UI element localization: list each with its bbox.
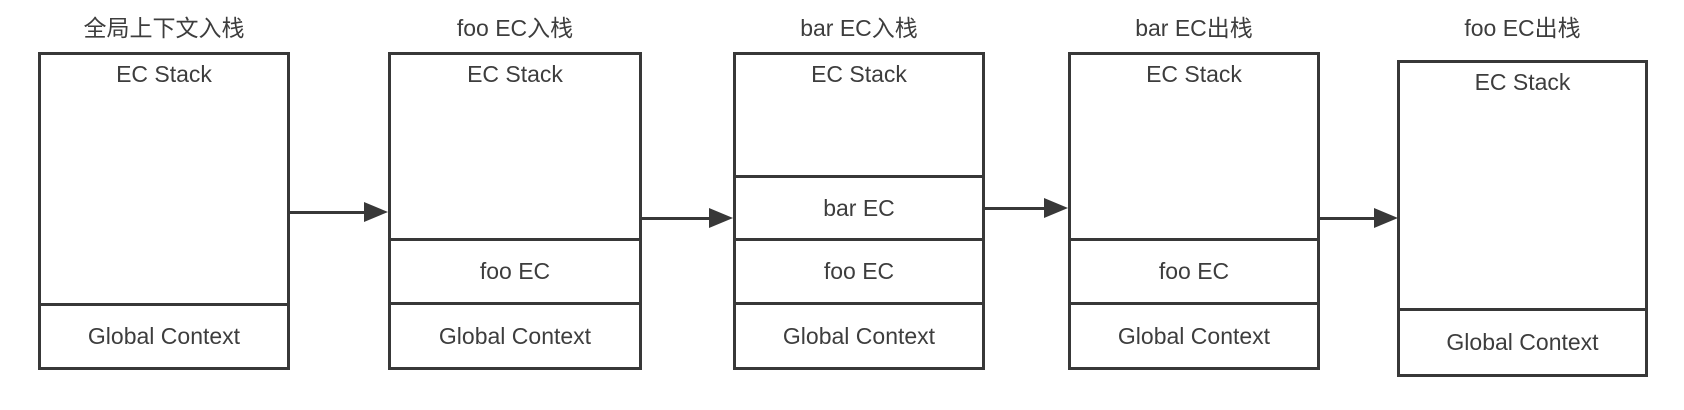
segment-stack: bar EC foo EC Global Context [736,175,982,367]
stack-segment-foo-ec: foo EC [391,238,639,302]
arrow-head-icon [364,202,388,222]
stack-segment-global-context: Global Context [391,302,639,367]
stack-segment-foo-ec: foo EC [1071,238,1317,302]
panel-title-global-push: 全局上下文入栈 [83,15,245,41]
arrow-head-icon [1044,198,1068,218]
flow-arrow-2 [642,208,733,228]
arrow-head-icon [709,208,733,228]
panel-title-foo-push: foo EC入栈 [456,15,574,41]
segment-stack: foo EC Global Context [1071,238,1317,367]
ec-stack-box-global-push: EC Stack Global Context [38,52,290,370]
flow-arrow-4 [1320,208,1398,228]
ec-stack-label: EC Stack [467,61,563,87]
stack-segment-foo-ec: foo EC [736,238,982,302]
ec-stack-box-bar-pop: EC Stack foo EC Global Context [1068,52,1320,370]
ec-stack-label: EC Stack [116,61,212,87]
stack-segment-global-context: Global Context [736,302,982,367]
stack-segment-global-context: Global Context [1071,302,1317,367]
panel-title-bar-push: bar EC入栈 [800,15,918,41]
flow-arrow-1 [290,202,388,222]
panel-title-bar-pop: bar EC出栈 [1135,15,1253,41]
stack-segment-bar-ec: bar EC [736,175,982,238]
ec-stack-box-foo-push: EC Stack foo EC Global Context [388,52,642,370]
segment-stack: Global Context [1400,308,1645,374]
ec-stack-label: EC Stack [1474,69,1571,95]
ec-stack-label: EC Stack [811,61,907,87]
arrow-line [1320,216,1374,220]
segment-stack: Global Context [41,303,287,367]
arrow-line [290,210,364,214]
arrow-head-icon [1374,208,1398,228]
ec-stack-box-bar-push: EC Stack bar EC foo EC Global Context [733,52,985,370]
panel-title-foo-pop: foo EC出栈 [1464,15,1581,41]
arrow-line [985,206,1044,210]
ec-stack-label: EC Stack [1146,61,1242,87]
ec-stack-box-foo-pop: EC Stack Global Context [1397,60,1648,377]
stack-segment-global-context: Global Context [41,303,287,367]
flow-arrow-3 [985,198,1068,218]
segment-stack: foo EC Global Context [391,238,639,367]
arrow-line [642,216,709,220]
stack-segment-global-context: Global Context [1400,308,1645,374]
